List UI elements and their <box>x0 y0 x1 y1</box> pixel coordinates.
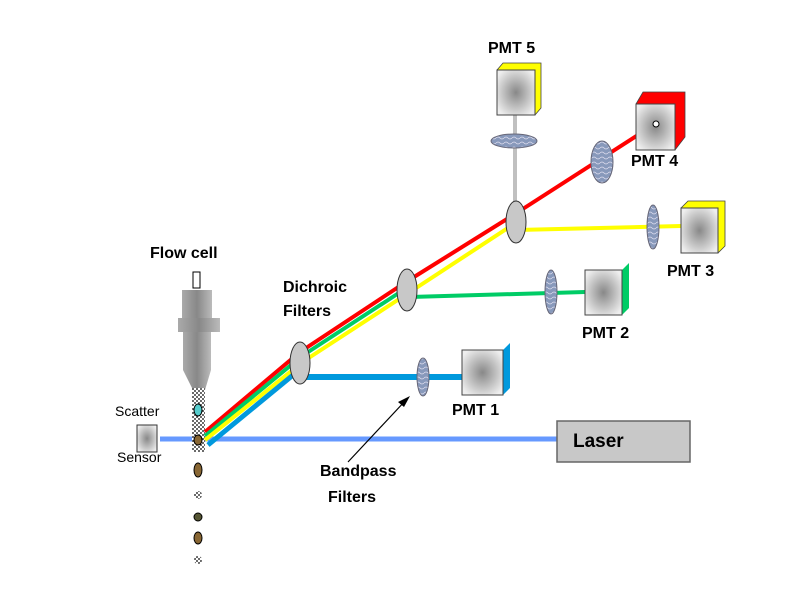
pmt-4 <box>635 91 686 151</box>
emission-beams <box>203 115 682 447</box>
sensor-label: Sensor <box>117 449 162 465</box>
flow-cell <box>178 271 220 564</box>
pmt1-label: PMT 1 <box>452 402 499 419</box>
laser: Laser <box>556 420 691 463</box>
bandpass-label-2: Filters <box>328 489 376 506</box>
bandpass-filters <box>416 133 660 397</box>
bandpass-arrow <box>347 399 407 463</box>
dichroic-label-2: Filters <box>283 303 331 320</box>
flow-cell-label: Flow cell <box>150 245 218 262</box>
dichroic-filters <box>289 200 527 385</box>
pmt-3 <box>680 200 726 254</box>
pmt5-label: PMT 5 <box>488 40 535 57</box>
particles <box>193 403 203 564</box>
dichroic-label: Dichroic <box>283 279 347 296</box>
laser-label: Laser <box>573 431 624 452</box>
scatter-sensor <box>136 424 158 453</box>
pmt-1 <box>461 343 510 396</box>
pmt3-label: PMT 3 <box>667 263 714 280</box>
scatter-label: Scatter <box>115 403 160 419</box>
pmt4-label: PMT 4 <box>631 153 678 170</box>
pmt-2 <box>584 263 629 316</box>
pmt2-label: PMT 2 <box>582 325 629 342</box>
pmt-5 <box>496 62 542 116</box>
bandpass-label: Bandpass <box>320 463 397 480</box>
